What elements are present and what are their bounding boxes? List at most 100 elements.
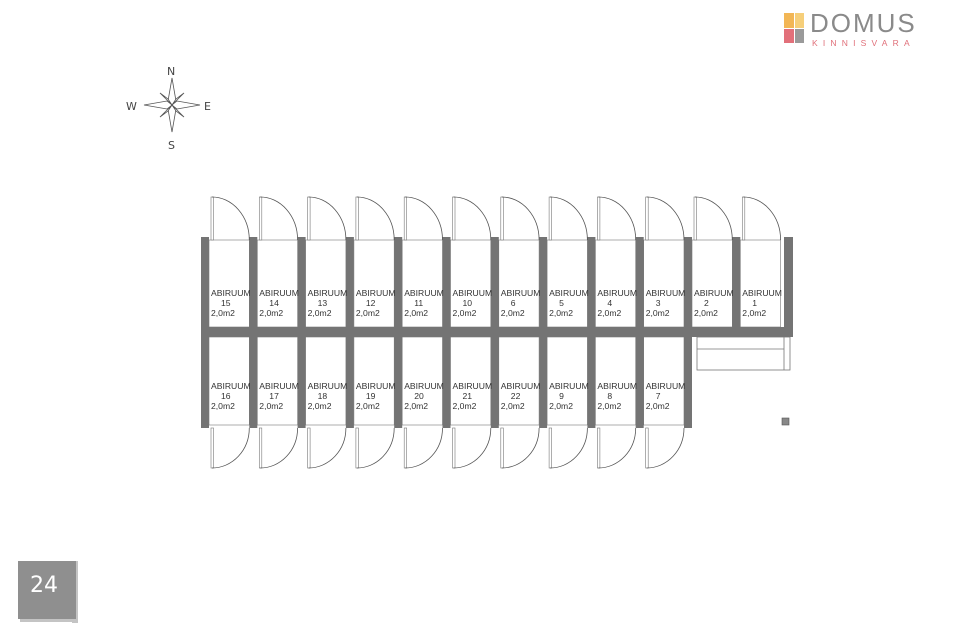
room-area: 2,0m2 bbox=[549, 308, 573, 318]
door-leaf bbox=[645, 427, 649, 469]
logo-subtitle: KINNISVARA bbox=[812, 38, 915, 48]
door-leaf bbox=[355, 196, 359, 241]
room-area: 2,0m2 bbox=[597, 308, 621, 318]
room-area: 2,0m2 bbox=[549, 401, 573, 411]
storage-room bbox=[546, 336, 588, 426]
room-label: ABIRUUM bbox=[694, 288, 734, 298]
room-label: ABIRUUM bbox=[308, 381, 348, 391]
door-swing-arc bbox=[356, 427, 395, 469]
room-label: ABIRUUM bbox=[308, 288, 348, 298]
room-area: 2,0m2 bbox=[356, 308, 380, 318]
room-number: 11 bbox=[414, 298, 423, 308]
wall bbox=[635, 237, 644, 329]
page-number: 24 bbox=[30, 573, 58, 598]
storage-room bbox=[305, 239, 347, 328]
door-leaf bbox=[307, 196, 311, 241]
room-area: 2,0m2 bbox=[742, 308, 766, 318]
room-number: 17 bbox=[269, 391, 279, 401]
storage-room bbox=[450, 336, 492, 426]
door-swing-arc bbox=[211, 427, 250, 469]
door-swing-arc bbox=[308, 427, 347, 469]
room-number: 18 bbox=[318, 391, 328, 401]
door-swing-arc bbox=[405, 427, 443, 469]
wall bbox=[784, 237, 793, 337]
wall bbox=[587, 335, 596, 428]
room-area: 2,0m2 bbox=[646, 401, 670, 411]
storage-room bbox=[305, 336, 347, 426]
room-label: ABIRUUM bbox=[356, 381, 396, 391]
storage-building: ABIRUUM152,0m2ABIRUUM142,0m2ABIRUUM132,0… bbox=[201, 196, 793, 469]
door-swing-arc bbox=[501, 427, 540, 469]
room-number: 14 bbox=[269, 298, 279, 308]
wall bbox=[442, 237, 451, 329]
door-leaf bbox=[258, 196, 263, 241]
room-label: ABIRUUM bbox=[404, 288, 444, 298]
room-number: 21 bbox=[463, 391, 473, 401]
room-number: 6 bbox=[511, 298, 516, 308]
door-swing-arc bbox=[453, 427, 492, 469]
storage-room bbox=[546, 239, 588, 328]
wall bbox=[249, 237, 258, 329]
room-area: 2,0m2 bbox=[694, 308, 718, 318]
storage-room bbox=[401, 336, 443, 426]
compass-east: E bbox=[204, 100, 211, 113]
wall bbox=[490, 237, 499, 329]
badge-box: 24 bbox=[18, 561, 76, 619]
storage-room bbox=[450, 239, 492, 328]
wall bbox=[587, 237, 596, 329]
room-label: ABIRUUM bbox=[597, 288, 637, 298]
wall bbox=[297, 237, 306, 329]
wall bbox=[345, 335, 354, 428]
door-swing-arc bbox=[694, 196, 733, 241]
compass-north: N bbox=[167, 65, 175, 78]
door-swing-arc bbox=[598, 196, 637, 241]
room-label: ABIRUUM bbox=[501, 288, 541, 298]
door-leaf bbox=[210, 196, 214, 241]
room-area: 2,0m2 bbox=[453, 308, 477, 318]
door-leaf bbox=[452, 427, 456, 469]
storage-room bbox=[595, 336, 637, 426]
room-number: 3 bbox=[656, 298, 661, 308]
door-leaf bbox=[741, 196, 746, 241]
domus-logo: DOMUS KINNISVARA bbox=[782, 10, 942, 50]
room-number: 19 bbox=[366, 391, 376, 401]
door-swing-arc bbox=[550, 427, 588, 469]
wall bbox=[394, 237, 403, 329]
room-label: ABIRUUM bbox=[259, 288, 299, 298]
room-number: 1 bbox=[752, 298, 757, 308]
door-swing-arc bbox=[453, 196, 492, 241]
storage-room bbox=[256, 239, 298, 328]
badge-shadow bbox=[20, 617, 78, 622]
door-swing-arc bbox=[260, 427, 298, 469]
wall bbox=[345, 237, 354, 329]
storage-room bbox=[353, 336, 395, 426]
room-label: ABIRUUM bbox=[404, 381, 444, 391]
storage-room bbox=[643, 336, 685, 426]
room-number: 13 bbox=[318, 298, 328, 308]
door-leaf bbox=[210, 427, 214, 469]
door-leaf bbox=[500, 196, 504, 241]
door-leaf bbox=[597, 427, 601, 469]
storage-room bbox=[691, 239, 733, 328]
room-area: 2,0m2 bbox=[453, 401, 477, 411]
room-label: ABIRUUM bbox=[259, 381, 299, 391]
room-label: ABIRUUM bbox=[549, 381, 589, 391]
room-area: 2,0m2 bbox=[308, 401, 332, 411]
door-leaf bbox=[597, 196, 601, 241]
room-number: 16 bbox=[221, 391, 231, 401]
compass-west: W bbox=[126, 100, 137, 113]
room-area: 2,0m2 bbox=[404, 401, 428, 411]
room-label: ABIRUUM bbox=[742, 288, 782, 298]
door-swing-arc bbox=[308, 196, 347, 241]
storage-room bbox=[208, 336, 250, 426]
wall bbox=[635, 335, 644, 428]
storage-room bbox=[739, 239, 781, 328]
room-number: 9 bbox=[559, 391, 564, 401]
logo-wordmark: DOMUS bbox=[810, 8, 917, 38]
room-label: ABIRUUM bbox=[549, 288, 589, 298]
room-area: 2,0m2 bbox=[646, 308, 670, 318]
wall bbox=[249, 335, 258, 428]
storage-room bbox=[498, 336, 540, 426]
wall bbox=[684, 335, 692, 428]
room-label: ABIRUUM bbox=[211, 288, 251, 298]
